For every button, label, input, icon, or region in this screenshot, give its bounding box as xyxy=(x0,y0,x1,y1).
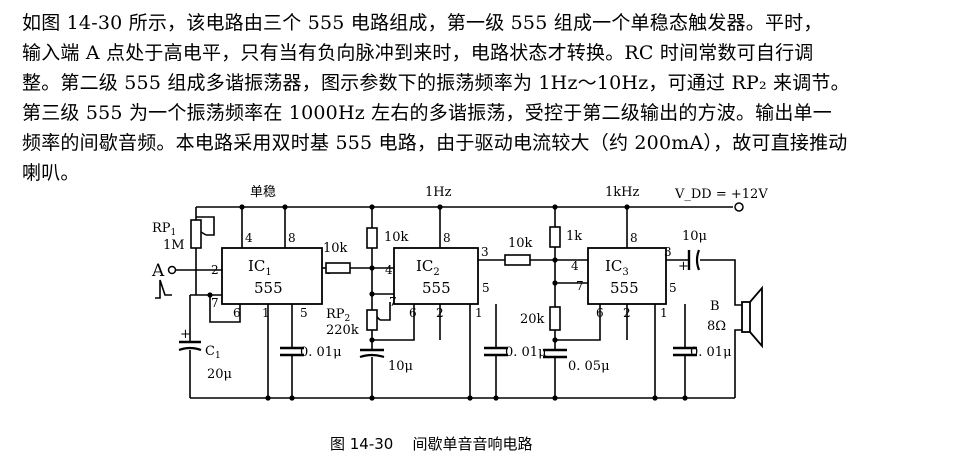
ic1-pin8: 8 xyxy=(288,231,296,245)
ic2-part: 555 xyxy=(422,279,451,297)
c1-name: C1 xyxy=(205,344,221,361)
speaker-name: B xyxy=(710,299,720,314)
r-ic2-value: 10k xyxy=(384,230,409,245)
input-label: A xyxy=(151,261,165,281)
ic1-part: 555 xyxy=(254,279,283,297)
resistor-10k-ic2-timing: 10k xyxy=(366,227,409,249)
ic1-pin4: 4 xyxy=(245,231,253,245)
resistor-1k-ic3: 1k xyxy=(549,226,582,248)
capacitor-ic3-pin5: 0. 01μ xyxy=(673,345,732,374)
vdd-label: V_DD = +12V xyxy=(674,187,768,202)
capacitor-output-10u: + 10μ xyxy=(678,229,707,274)
ic3-pin1: 1 xyxy=(660,306,668,320)
ic2-pin5: 5 xyxy=(482,281,490,295)
potentiometer-rp1: RP1 1M xyxy=(152,219,207,253)
ic1-pin2: 2 xyxy=(211,263,219,277)
ic1-pin1: 1 xyxy=(262,306,270,320)
capacitor-ic2-timing: 10μ xyxy=(359,348,413,374)
ic3-pin6: 6 xyxy=(596,306,604,320)
input-terminal xyxy=(167,265,177,275)
r-ic2-ic3-value: 10k xyxy=(508,236,533,251)
paragraph-line: 输入端 A 点处于高电平，只有当有负向脉冲到来时，电路状态才转换。RC 时间常数… xyxy=(22,42,814,64)
ic2-block: IC2 555 4 8 3 7 6 2 1 5 xyxy=(385,231,490,320)
c-ic2-timing-value: 10μ xyxy=(388,359,413,374)
ic3-pin5: 5 xyxy=(669,281,677,295)
ic2-pin2: 2 xyxy=(436,306,444,320)
c1-value: 20μ xyxy=(207,367,232,382)
ic1-pin6: 6 xyxy=(233,306,241,320)
r-1k-value: 1k xyxy=(566,229,582,244)
junctions xyxy=(207,204,688,401)
c-ic1-pin5-value: 0. 01μ xyxy=(300,345,342,360)
vdd-terminal xyxy=(734,202,744,212)
rp1-value: 1M xyxy=(163,238,185,253)
figure-number: 图 14-30 xyxy=(330,435,394,453)
rp2-name: RP2 xyxy=(326,307,350,324)
ic3-pin4: 4 xyxy=(571,259,579,273)
speaker-icon: B 8Ω xyxy=(707,285,763,349)
ic1-pin5: 5 xyxy=(300,306,308,320)
negative-pulse-icon xyxy=(155,279,172,299)
description-paragraph: 如图 14-30 所示，该电路由三个 555 电路组成，第一级 555 组成一个… xyxy=(22,8,947,188)
ic3-pin3: 3 xyxy=(664,245,672,259)
c-out-value: 10μ xyxy=(682,229,707,244)
capacitor-ic2-pin5: 0. 01μ xyxy=(484,345,547,374)
r-20k-value: 20k xyxy=(520,312,545,327)
resistor-20k-ic3: 20k xyxy=(520,306,561,331)
ic3-name: IC3 xyxy=(605,257,629,278)
rp1-name: RP1 xyxy=(152,221,176,238)
rp2-value: 220k xyxy=(326,323,359,338)
resistor-10k-ic2-ic3: 10k xyxy=(504,236,533,266)
ic1-pin7: 7 xyxy=(211,296,219,310)
figure-caption: 图 14-30 间歇单音音响电路 xyxy=(330,433,532,454)
potentiometer-rp2: RP2 220k xyxy=(326,307,381,338)
stage-label-monostable: 单稳 xyxy=(250,184,276,200)
ic3-block: IC3 555 4 8 3 7 6 2 1 5 xyxy=(571,231,677,320)
capacitor-c1: + C1 20μ xyxy=(178,327,232,382)
c1-plus: + xyxy=(180,327,191,342)
ic2-pin3: 3 xyxy=(481,245,489,259)
paragraph-line: 频率的间歇音频。本电路采用双时基 555 电路，由于驱动电流较大（约 200mA… xyxy=(22,132,848,154)
ic1-name: IC1 xyxy=(248,257,272,278)
ic3-pin7: 7 xyxy=(576,279,584,293)
stage-label-1khz: 1kHz xyxy=(605,185,639,200)
paragraph-line: 如图 14-30 所示，该电路由三个 555 电路组成，第一级 555 组成一个… xyxy=(22,12,823,34)
ic2-pin1: 1 xyxy=(475,306,483,320)
ic2-pin6: 6 xyxy=(409,306,417,320)
paragraph-line: 第三级 555 为一个振荡频率在 1000Hz 左右的多谐振荡，受控于第二级输出… xyxy=(22,102,832,124)
speaker-value: 8Ω xyxy=(707,319,726,334)
figure-title: 间歇单音音响电路 xyxy=(412,435,533,453)
ic3-pin8: 8 xyxy=(630,231,638,245)
capacitor-ic1-pin5: 0. 01μ xyxy=(280,345,342,374)
r-ic1-ic2-value: 10k xyxy=(323,241,348,256)
ic2-pin4: 4 xyxy=(385,263,393,277)
ic2-pin7: 7 xyxy=(389,295,397,309)
capacitor-ic3-timing: 0. 05μ xyxy=(543,348,610,374)
ic2-pin8: 8 xyxy=(443,231,451,245)
ic3-pin2: 2 xyxy=(623,306,631,320)
paragraph-line: 整。第二级 555 组成多谐振荡器，图示参数下的振荡频率为 1Hz～10Hz，可… xyxy=(22,72,850,94)
paragraph-line: 喇叭。 xyxy=(22,162,80,184)
ic2-name: IC2 xyxy=(416,257,440,278)
ic3-part: 555 xyxy=(610,279,639,297)
c-ic2-pin5-value: 0. 01μ xyxy=(505,345,547,360)
c-out-plus: + xyxy=(678,259,689,274)
c-ic3-timing-value: 0. 05μ xyxy=(568,359,610,374)
c-ic3-pin5-value: 0. 01μ xyxy=(690,345,732,360)
resistor-10k-ic1-ic2: 10k xyxy=(323,241,351,274)
ic1-block: IC1 555 4 8 2 3 7 6 1 5 xyxy=(211,231,333,320)
stage-label-1hz: 1Hz xyxy=(425,185,452,200)
